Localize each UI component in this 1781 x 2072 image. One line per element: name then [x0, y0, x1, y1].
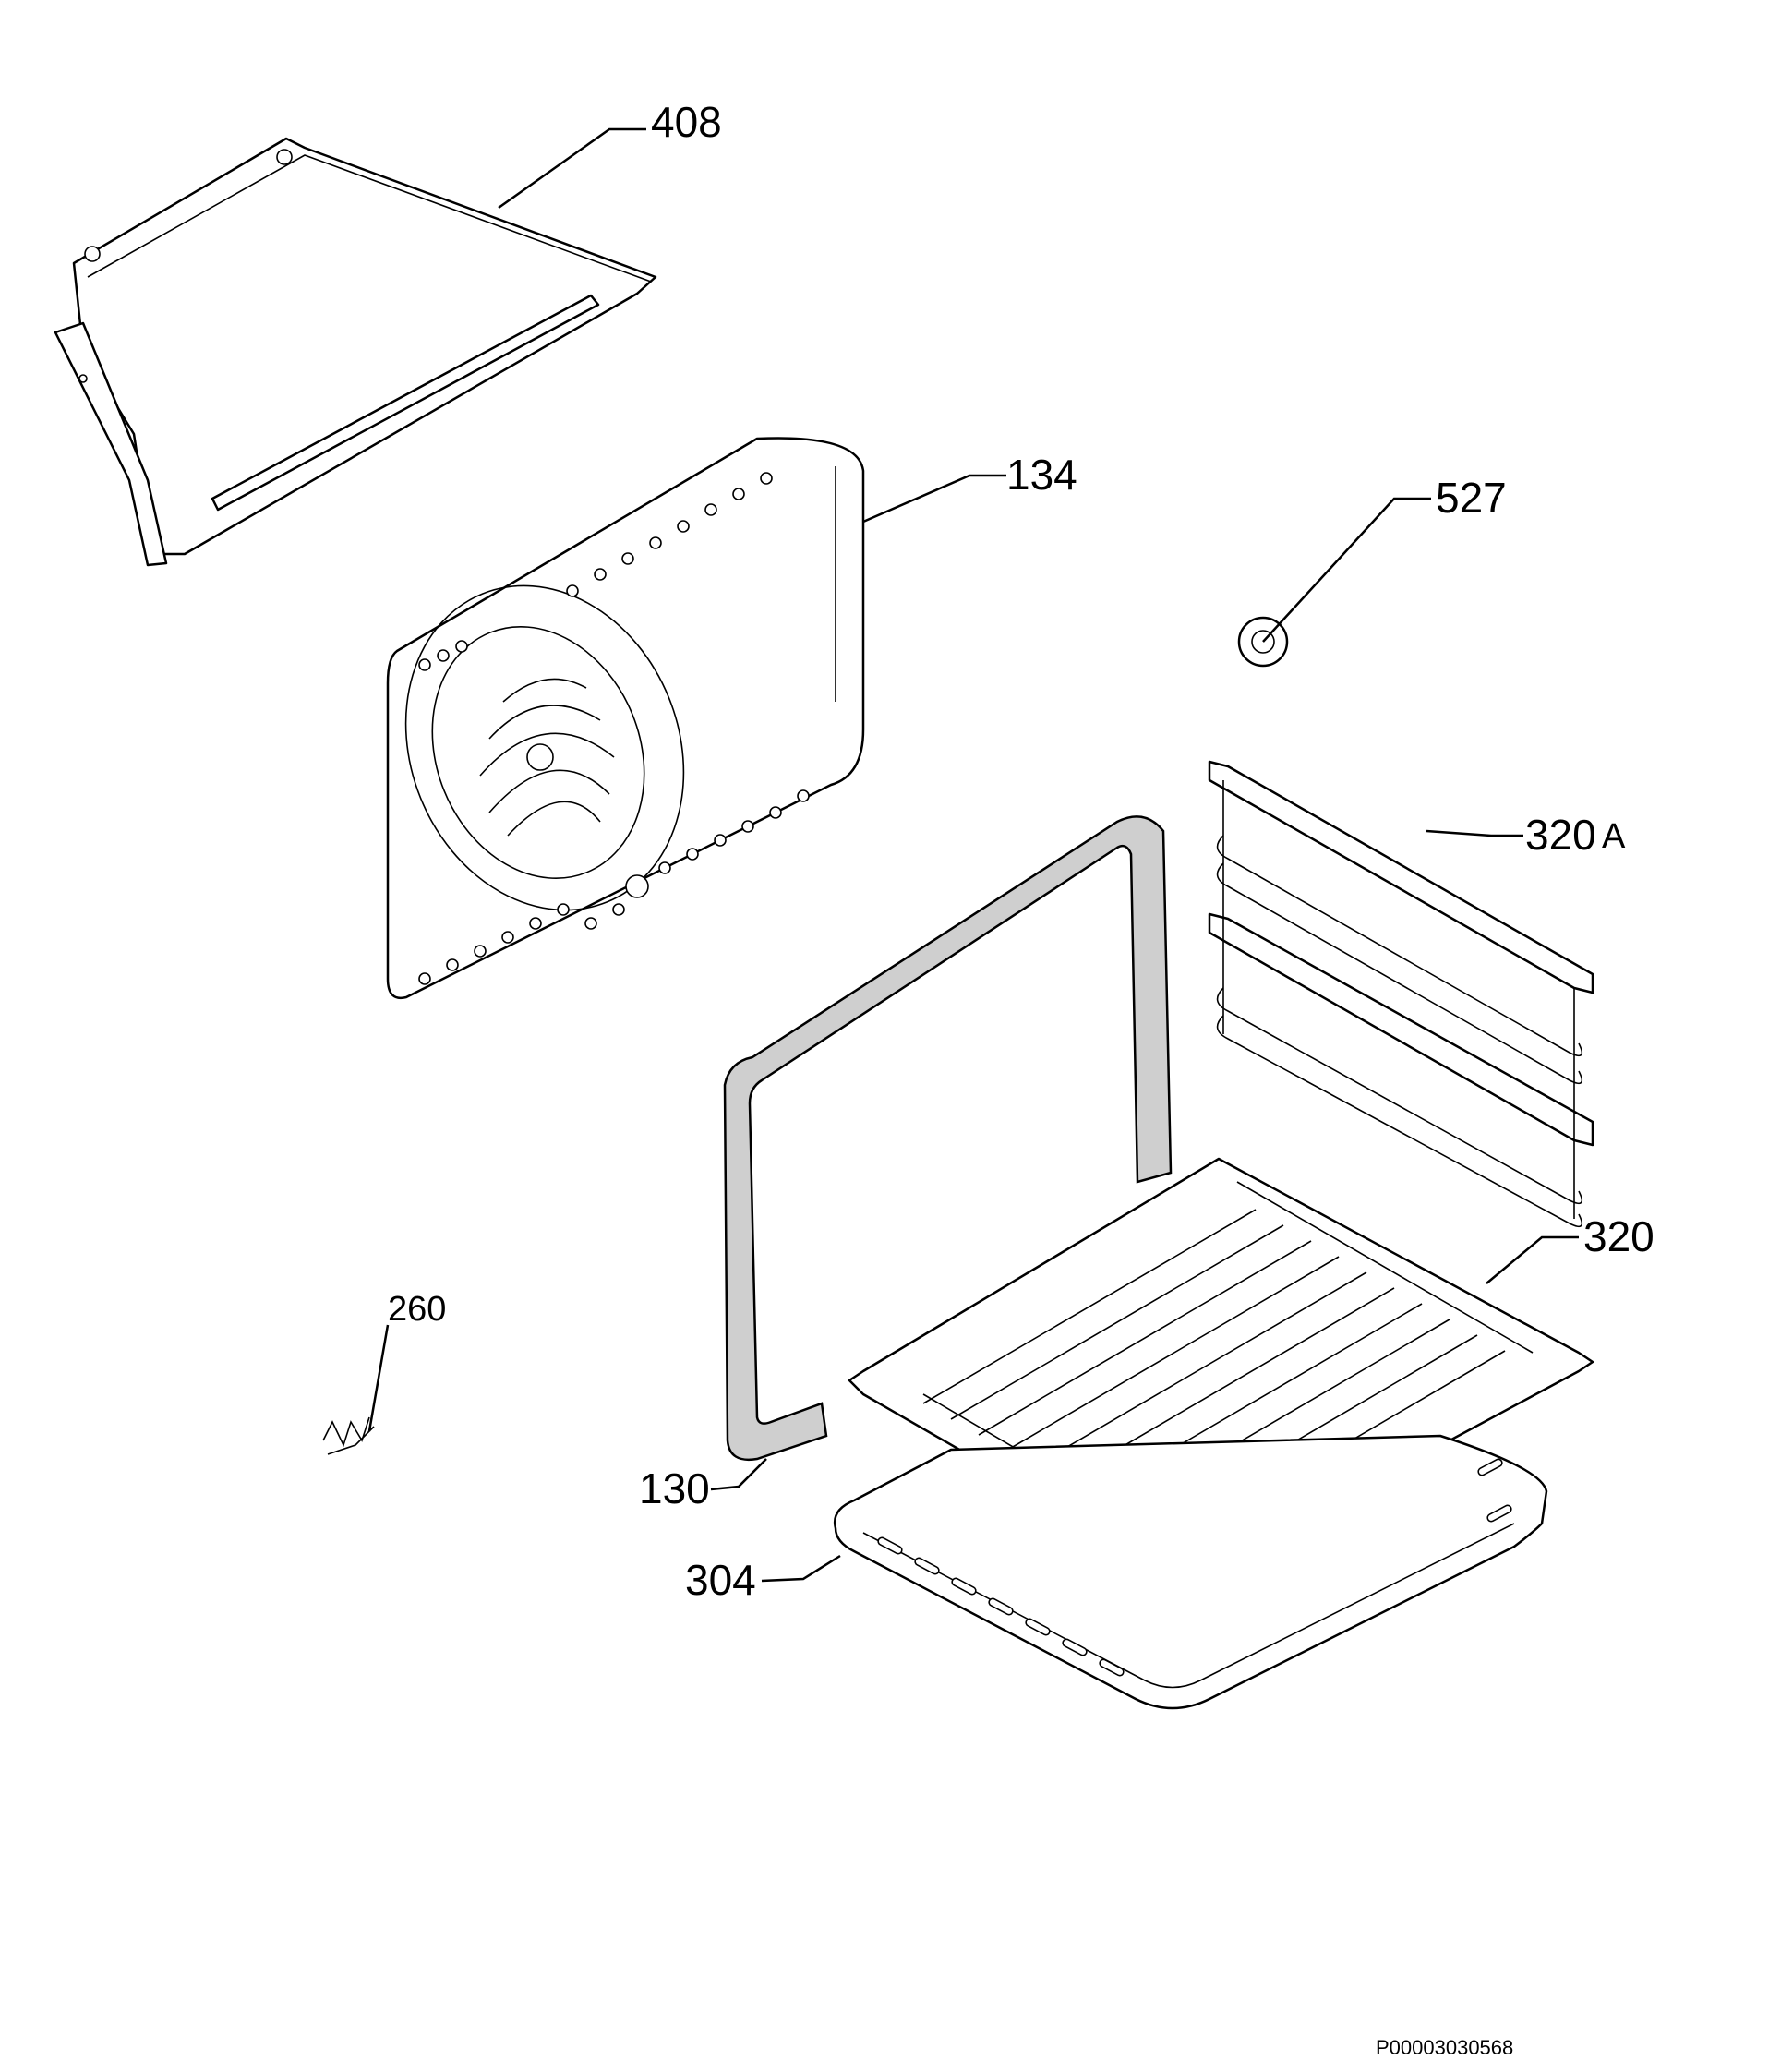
label-130: 130 [639, 1464, 710, 1512]
leader-lines [367, 127, 1579, 1583]
part-134-back-panel[interactable] [358, 437, 865, 1000]
tray-slots [877, 1458, 1512, 1677]
label-320A-suffix: A [1602, 817, 1626, 856]
part-130-door-gasket[interactable] [723, 815, 1173, 1462]
label-527: 527 [1436, 474, 1507, 522]
label-320A: 320 [1525, 811, 1596, 859]
part-304-baking-tray[interactable] [833, 1434, 1548, 1710]
panel-holes [418, 472, 810, 985]
part-260-spring-clip[interactable] [322, 1416, 375, 1455]
label-320: 320 [1583, 1212, 1655, 1260]
label-134: 134 [1006, 451, 1077, 499]
label-260: 260 [388, 1290, 446, 1329]
fan-vent-slots [479, 678, 615, 837]
part-320A-shelf-supports[interactable] [1208, 760, 1594, 1228]
part-408-top-panel[interactable] [54, 137, 657, 567]
part-labels: 408 134 527 320 A 320 260 130 304 [388, 98, 1655, 1604]
document-code: P00003030568 [1376, 2036, 1513, 2059]
label-408: 408 [651, 98, 722, 146]
label-304: 304 [685, 1556, 756, 1604]
